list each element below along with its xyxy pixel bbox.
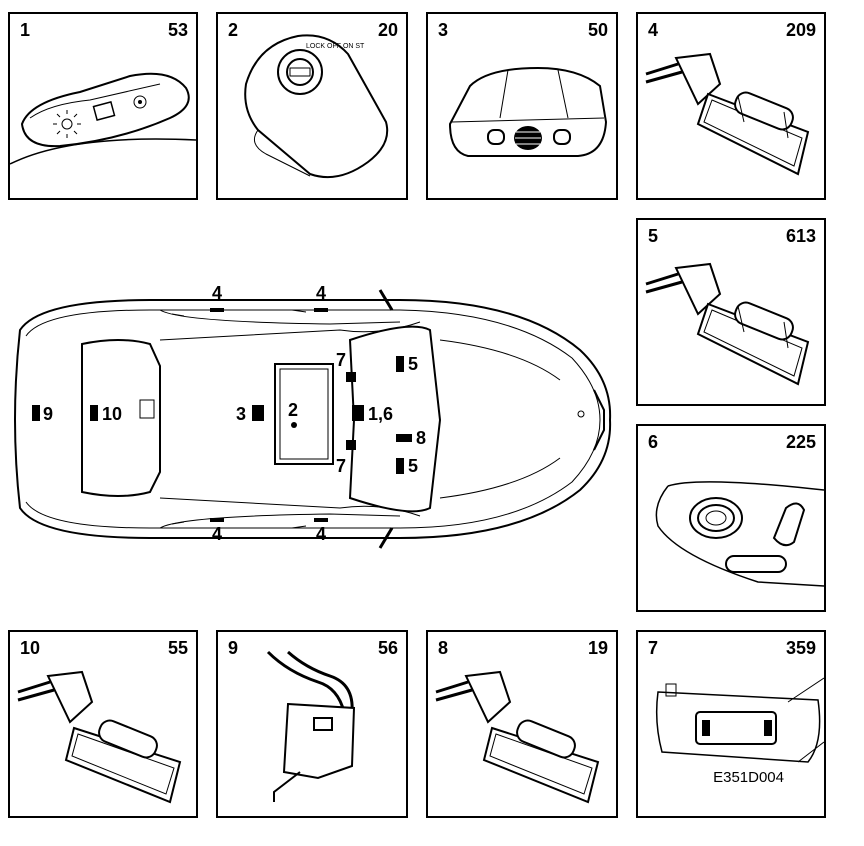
- lamp-connector-icon: [435, 670, 600, 804]
- panel-code: 53: [167, 20, 188, 40]
- panel-number: 9: [228, 638, 239, 658]
- roof-console-light-icon: [448, 66, 608, 157]
- panel-code: 613: [785, 226, 816, 246]
- marker-door: [314, 308, 328, 312]
- panel-code: 19: [587, 638, 608, 658]
- marker-door: [210, 308, 224, 312]
- panel-code: 359: [785, 638, 816, 658]
- label-visor-bottom: 7: [336, 456, 347, 476]
- panel-6: 6 225: [636, 424, 826, 612]
- panel-number: 7: [648, 638, 659, 658]
- marker-console: [252, 405, 264, 421]
- figure-code: E351D004: [713, 769, 784, 786]
- label-visor-top: 7: [336, 350, 347, 370]
- lamp-connector-icon: [17, 670, 182, 804]
- ignition-switch-icon: LOCK OFF ON ST: [244, 34, 389, 179]
- label-door-rear-left: 4: [316, 283, 327, 303]
- panel-number: 3: [438, 20, 449, 40]
- label-console: 3: [236, 404, 247, 424]
- label-door-front-left: 4: [212, 283, 223, 303]
- label-footwell-top: 5: [408, 354, 419, 374]
- svg-text:LOCK OFF ON ST: LOCK OFF ON ST: [306, 43, 365, 50]
- panel-code: 55: [167, 638, 188, 658]
- label-door-front-right: 4: [212, 524, 223, 544]
- marker-visor: [346, 372, 356, 382]
- marker-footwell: [396, 458, 404, 474]
- label-door-rear-right: 4: [316, 524, 327, 544]
- marker-ignition: [291, 422, 297, 428]
- panel-number: 5: [648, 226, 659, 246]
- panel-number: 6: [648, 432, 659, 452]
- panel-number: 10: [20, 638, 41, 658]
- panel-9: 9 56: [216, 630, 408, 818]
- panel-code: 50: [587, 20, 608, 40]
- panel-code: 225: [785, 432, 816, 452]
- interior-light-switch-icon: [10, 72, 196, 165]
- panel-code: 209: [785, 20, 816, 40]
- panel-3: 3 50: [426, 12, 618, 200]
- panel-number: 4: [648, 20, 659, 40]
- panel-1: 1 53: [8, 12, 198, 200]
- marker-door: [314, 518, 328, 522]
- marker-door: [210, 518, 224, 522]
- panel-8: 8 19: [426, 630, 618, 818]
- label-rear: 9: [43, 404, 54, 424]
- label-trunk: 10: [102, 404, 123, 424]
- lamp-connector-icon: [645, 262, 810, 386]
- panel-10: 10 55: [8, 630, 198, 818]
- lighter-socket-icon: [655, 481, 824, 587]
- car-top-view-icon: [14, 289, 612, 549]
- connector-plug-icon: [266, 650, 356, 802]
- marker-trunk: [90, 405, 98, 421]
- panel-2: 2 20 LOCK OFF ON ST: [216, 12, 408, 200]
- panel-code: 20: [377, 20, 398, 40]
- marker-visor: [346, 440, 356, 450]
- panel-7: 7 359 E351D004: [636, 630, 826, 818]
- marker-rear: [32, 405, 40, 421]
- marker-footwell: [396, 356, 404, 372]
- sun-visor-mirror-icon: [655, 677, 824, 763]
- panel-5: 5 613: [636, 218, 826, 406]
- marker-switch: [352, 405, 364, 421]
- marker-glovebox: [396, 434, 412, 442]
- panel-code: 56: [377, 638, 398, 658]
- label-footwell-bottom: 5: [408, 456, 419, 476]
- panel-number: 8: [438, 638, 449, 658]
- panel-number: 2: [228, 20, 239, 40]
- lamp-connector-icon: [645, 52, 810, 176]
- panel-4: 4 209: [636, 12, 826, 200]
- label-ignition: 2: [288, 400, 299, 420]
- panel-number: 1: [20, 20, 31, 40]
- label-glovebox: 8: [416, 428, 427, 448]
- label-switch: 1,6: [368, 404, 394, 424]
